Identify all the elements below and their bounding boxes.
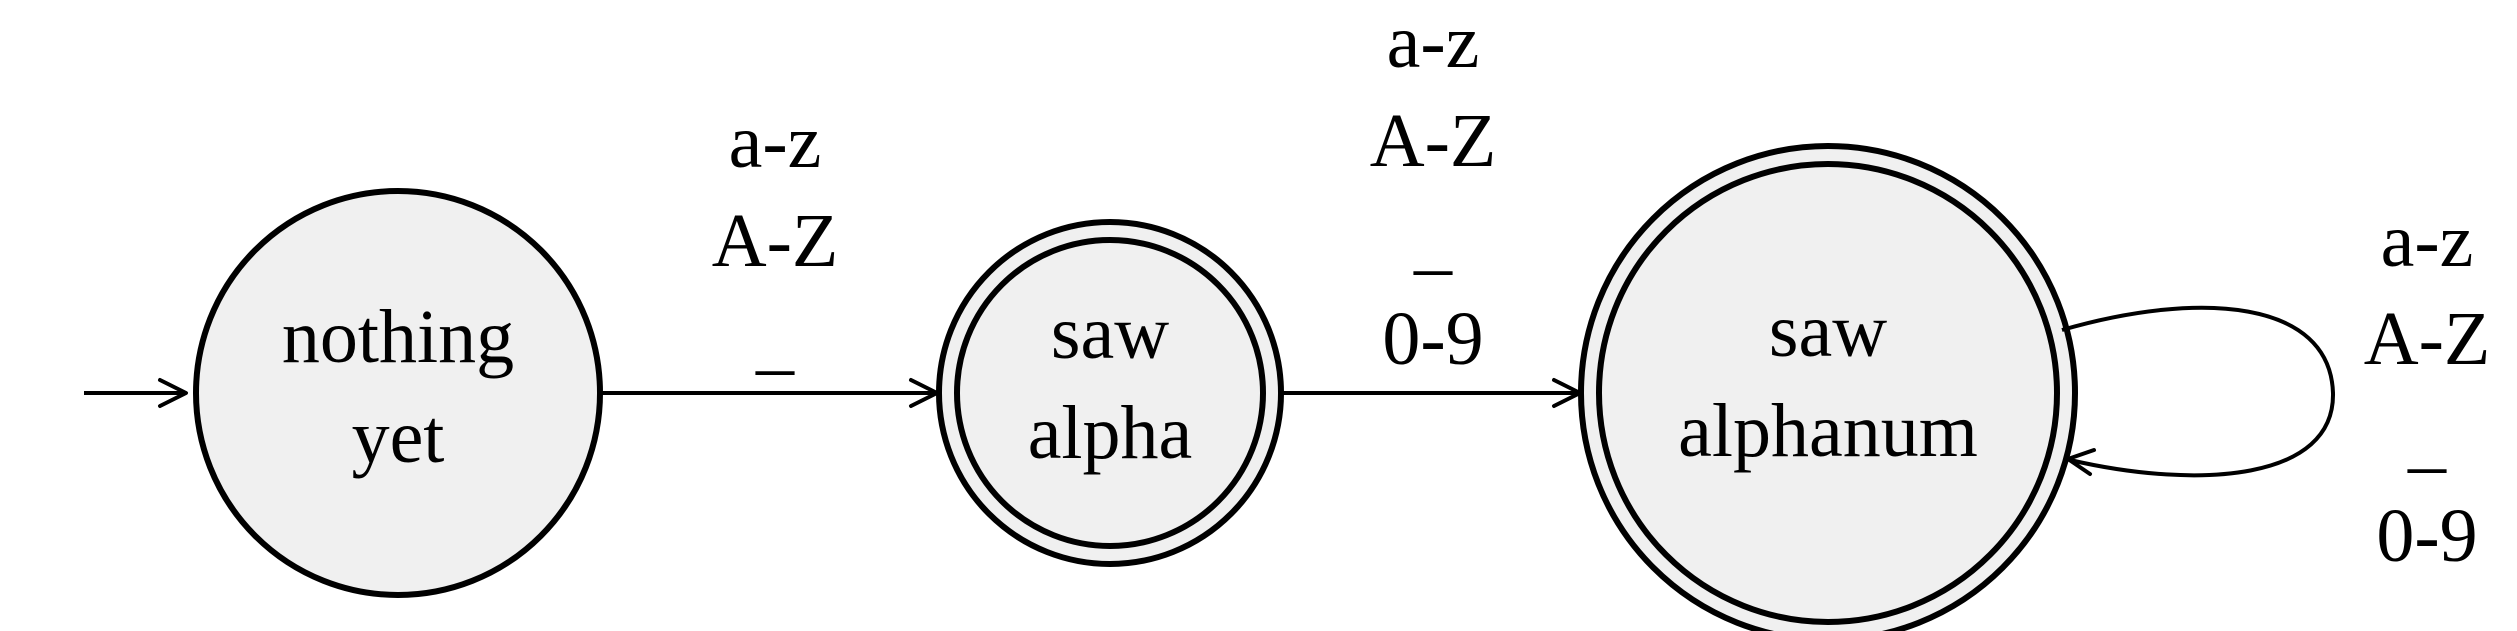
state-label-line: saw bbox=[1769, 289, 1887, 373]
transition-label: A-Z bbox=[712, 199, 839, 283]
transition-nothing-to-alpha: a-z A-Z _ bbox=[601, 100, 939, 408]
state-label-line: nothing bbox=[282, 295, 514, 379]
state-label-line: alphanum bbox=[1678, 389, 1978, 473]
state-label-line: alpha bbox=[1028, 391, 1193, 475]
transition-label: _ bbox=[1413, 198, 1453, 282]
transition-alphanum-self-loop: a-z A-Z _ 0-9 bbox=[2061, 199, 2491, 578]
transition-label: _ bbox=[755, 298, 795, 382]
state-label-line: yet bbox=[352, 395, 445, 479]
initial-arrow bbox=[84, 378, 188, 408]
state-saw-alphanum: saw alphanum bbox=[1578, 143, 2078, 631]
transition-label: 0-9 bbox=[1382, 297, 1483, 381]
transition-alpha-to-alphanum: a-z A-Z _ 0-9 bbox=[1282, 0, 1582, 408]
transition-label: 0-9 bbox=[2376, 494, 2477, 578]
transition-label: a-z bbox=[729, 100, 822, 184]
transition-label: A-Z bbox=[2364, 297, 2491, 381]
state-saw-alpha: saw alpha bbox=[936, 219, 1284, 567]
state-nothing-yet: nothing yet bbox=[193, 188, 603, 598]
state-label-line: saw bbox=[1051, 291, 1169, 375]
transition-label: _ bbox=[2407, 396, 2447, 480]
transition-label: a-z bbox=[2381, 199, 2474, 283]
transition-label: A-Z bbox=[1370, 99, 1497, 183]
transition-label: a-z bbox=[1387, 0, 1480, 84]
